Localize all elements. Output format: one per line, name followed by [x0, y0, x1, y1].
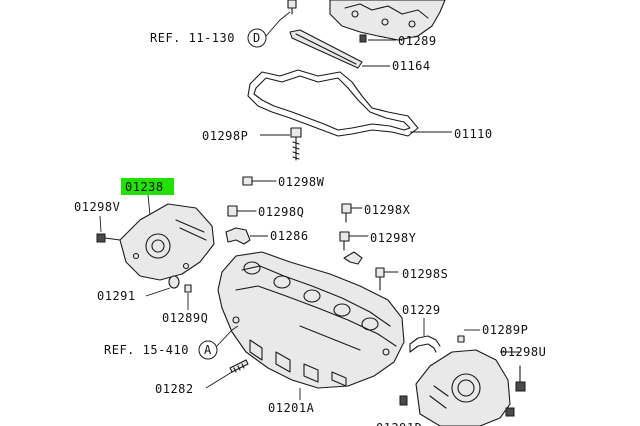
bolt-01298v-part[interactable] — [96, 233, 121, 243]
bolt-01298y-part[interactable] — [339, 231, 369, 251]
reference-marker-a[interactable]: A — [198, 340, 218, 360]
reference-marker-a-letter: A — [204, 343, 212, 357]
small-plug-part[interactable] — [359, 34, 367, 43]
cover-bolt-part[interactable] — [287, 0, 297, 15]
callout-01201a: 01201A — [268, 401, 315, 415]
bolt-01298x-part[interactable] — [341, 203, 363, 223]
reference-label-15-410: REF. 15-410 — [104, 343, 189, 357]
callout-01298q: 01298Q — [258, 205, 304, 219]
highlight-box-01238 — [121, 178, 174, 195]
callout-01298s: 01298S — [402, 267, 448, 281]
callout-01298u: 01298U — [500, 345, 546, 359]
bracket-01286-part[interactable] — [225, 227, 251, 245]
lower-bolt-part[interactable] — [399, 395, 515, 417]
reference-marker-d[interactable]: D — [247, 28, 267, 48]
callout-01110: 01110 — [454, 127, 493, 141]
cover-gasket-part[interactable] — [247, 69, 419, 137]
bolt-01298p-part[interactable] — [290, 127, 302, 161]
cylinder-head-part[interactable] — [217, 251, 405, 389]
bolt-01298s-part[interactable] — [375, 267, 399, 291]
callout-01298v: 01298V — [74, 200, 120, 214]
bolt-01298u-part[interactable] — [515, 365, 526, 392]
hose-01229-part[interactable] — [409, 335, 441, 353]
rear-cover-part[interactable] — [415, 349, 511, 426]
plug-01289q-part[interactable] — [184, 284, 192, 293]
clip-part[interactable] — [343, 251, 363, 265]
timing-cover-part[interactable] — [119, 203, 215, 281]
callout-01298y: 01298Y — [370, 231, 417, 245]
valve-cover-part[interactable] — [329, 0, 446, 41]
callout-01282: 01282 — [155, 382, 194, 396]
bolt-01298w-part[interactable] — [242, 176, 277, 186]
callout-01291: 01291 — [97, 289, 136, 303]
seal-01291-part[interactable] — [168, 275, 180, 289]
plug-01289p-part[interactable] — [457, 335, 465, 343]
callout-01238[interactable]: 01238 — [125, 180, 164, 194]
plug-gasket-part[interactable] — [289, 29, 363, 69]
reference-marker-d-letter: D — [253, 31, 261, 45]
stud-01282-part[interactable] — [229, 359, 249, 373]
callout-01286: 01286 — [270, 229, 309, 243]
callout-01298w: 01298W — [278, 175, 325, 189]
reference-label-11-130: REF. 11-130 — [150, 31, 235, 45]
callout-01289: 01289 — [398, 34, 437, 48]
callout-01298p: 01298P — [202, 129, 248, 143]
callout-01289q: 01289Q — [162, 311, 208, 325]
bolt-01298q-part[interactable] — [227, 205, 257, 217]
callout-01164: 01164 — [392, 59, 431, 73]
callout-01298x: 01298X — [364, 203, 411, 217]
callout-01289p: 01289P — [482, 323, 528, 337]
callout-cropped-bottom: 01291D — [376, 421, 422, 426]
callout-01229: 01229 — [402, 303, 441, 317]
